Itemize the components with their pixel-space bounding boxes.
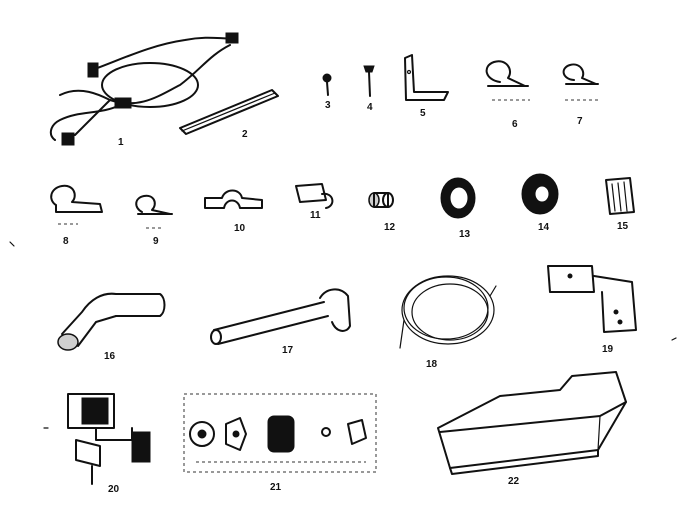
part-clamp-medium [562,63,600,101]
label-screw: 3 [325,100,331,111]
part-fitting-kit [183,393,377,473]
label-grommet: 13 [459,229,471,240]
label-water-valve: 20 [108,484,120,495]
part-bushing [368,192,394,208]
label-angle-bracket: 5 [420,108,426,119]
part-bolt [363,65,375,97]
label-strap-clip: 10 [234,223,246,234]
part-clamp-flat [50,184,103,225]
label-washer: 14 [538,222,550,233]
label-mounting-bracket: 19 [602,344,614,355]
part-clamp-large [485,60,530,101]
part-filter-pad [605,177,635,215]
label-clip-plate: 11 [310,210,321,221]
part-angle-bracket [404,54,449,101]
label-bushing: 12 [384,222,396,233]
label-strip: 2 [242,129,248,140]
scan-mark [9,241,15,247]
scan-mark [671,337,677,341]
part-strap-clip [204,189,263,209]
part-clip-plate [295,183,334,209]
part-clamp-small [135,194,173,229]
label-tubing-coil: 18 [426,359,438,370]
label-filter-pad: 15 [617,221,629,232]
part-screw [322,73,332,96]
label-bolt: 4 [367,102,373,113]
label-wire-harness: 1 [118,137,124,148]
label-ice-bin: 22 [508,476,520,487]
label-fill-tube: 17 [282,345,294,356]
label-clamp-medium: 7 [577,116,583,127]
part-tubing-coil [399,275,497,349]
label-fitting-kit: 21 [270,482,282,493]
part-strip [179,89,279,135]
part-grommet [440,177,476,219]
part-elbow-fitting [57,292,166,351]
part-ice-bin [437,371,627,475]
label-clamp-flat: 8 [63,236,69,247]
part-fill-tube [210,288,351,345]
part-washer [521,173,559,215]
label-elbow-fitting: 16 [104,351,116,362]
part-mounting-bracket [547,265,637,333]
part-wire-harness [49,32,239,146]
label-clamp-small: 9 [153,236,159,247]
label-clamp-large: 6 [512,119,518,130]
part-water-valve [67,393,151,485]
